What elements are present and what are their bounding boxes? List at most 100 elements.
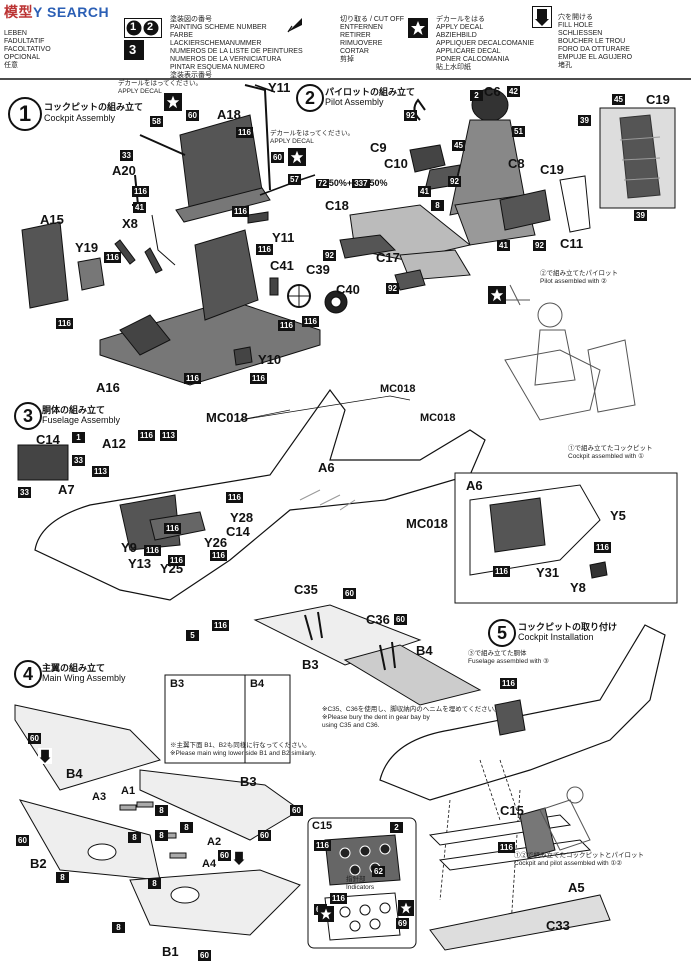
part-label: Y19 <box>75 240 99 255</box>
color-number: 42 <box>507 86 520 97</box>
fill-hole-icon <box>532 6 552 28</box>
part-label: C36 <box>366 612 390 627</box>
part-label: A1 <box>121 785 136 797</box>
color-number: 5 <box>186 630 199 641</box>
color-number: 116 <box>278 320 295 331</box>
color-number: 8 <box>180 822 193 833</box>
step-badge-icon: 1 2 <box>124 18 162 38</box>
part-label: C11 <box>560 236 584 251</box>
color-number: 60 <box>28 733 41 744</box>
color-number: 60 <box>186 110 199 121</box>
color-number: 60 <box>290 805 303 816</box>
gear-bay-note: ※C35、C36を使用し、脚収納内のヘニムを埋めてください。 ※Please b… <box>322 706 501 729</box>
part-label: A6 <box>466 478 483 493</box>
part-label: Y31 <box>536 565 560 580</box>
part-label: Y8 <box>570 580 586 595</box>
color-number: 116 <box>226 492 243 503</box>
color-number: 58 <box>150 116 163 127</box>
color-number: 33 <box>120 150 133 161</box>
color-number: 45 <box>612 94 625 105</box>
color-number: 41 <box>497 240 510 251</box>
part-label: A16 <box>96 380 120 395</box>
part-label: B3 <box>170 678 185 690</box>
step-4-title-ja: 主翼の組み立て <box>42 663 106 673</box>
color-number: 116 <box>210 550 227 561</box>
step-4-number: 4 <box>14 660 42 688</box>
step-badge-3-icon: 3 <box>124 40 144 60</box>
part-label: A20 <box>112 163 136 178</box>
step-3-number: 3 <box>14 402 42 430</box>
color-number: 41 <box>418 186 431 197</box>
color-number: 113 <box>92 466 109 477</box>
part-label: Y11 <box>268 80 291 95</box>
part-label: Y11 <box>272 230 295 245</box>
color-number: 8 <box>155 830 168 841</box>
part-label: MC018 <box>420 412 456 424</box>
apply-decal-icon <box>488 286 506 304</box>
color-number: 60 <box>218 850 231 861</box>
part-label: Y26 <box>204 535 228 550</box>
color-number: 39 <box>578 115 591 126</box>
part-label: C40 <box>336 282 360 297</box>
part-label: A2 <box>207 836 222 848</box>
step-5-title-en: Cockpit Installation <box>518 632 594 642</box>
color-number: 116 <box>498 842 515 853</box>
color-number: 8 <box>431 200 444 211</box>
color-number: 62 <box>372 866 385 877</box>
part-label: Y5 <box>610 508 626 523</box>
part-label: C8 <box>508 156 525 171</box>
apply-decal-icon <box>164 93 182 111</box>
step-4-title-en: Main Wing Assembly <box>42 673 126 683</box>
color-number: 116 <box>314 840 331 851</box>
part-label: C19 <box>646 92 670 107</box>
color-number: 116 <box>168 555 185 566</box>
step-5-title-ja: コックピットの取り付け <box>518 622 618 632</box>
color-number: 2 <box>470 90 483 101</box>
part-label: A4 <box>202 858 217 870</box>
color-number: 33 <box>72 455 85 466</box>
color-number: 8 <box>112 922 125 933</box>
color-number: 60 <box>16 835 29 846</box>
part-label: A5 <box>568 880 585 895</box>
color-number: 8 <box>56 872 69 883</box>
part-label: Y28 <box>230 510 254 525</box>
part-label: C35 <box>294 582 318 597</box>
part-label: C19 <box>540 162 564 177</box>
color-number: 92 <box>323 250 336 261</box>
part-label: A12 <box>102 436 126 451</box>
color-number: 60 <box>198 950 211 961</box>
color-number: 92 <box>448 176 461 187</box>
color-number: 116 <box>232 206 249 217</box>
color-number: 2 <box>390 822 403 833</box>
part-label: A3 <box>92 791 107 803</box>
color-number: 116 <box>500 678 517 689</box>
part-label: C17 <box>376 250 400 265</box>
part-label: B1 <box>162 944 179 959</box>
color-number: 92 <box>386 283 399 294</box>
part-label: B4 <box>416 643 433 658</box>
part-label: A18 <box>217 107 241 122</box>
part-label: C18 <box>325 198 349 213</box>
color-number: 60 <box>394 614 407 625</box>
part-label: B3 <box>302 657 319 672</box>
header-divider <box>0 78 691 80</box>
step-2-number: 2 <box>296 84 324 112</box>
color-number: 116 <box>56 318 73 329</box>
color-number: 116 <box>104 252 121 263</box>
color-number: 1 <box>72 432 85 443</box>
color-number: 116 <box>164 523 181 534</box>
fill-hole-icon <box>38 748 52 764</box>
color-number: 33 <box>18 487 31 498</box>
color-number: 60 <box>271 152 284 163</box>
step-3-title-en: Fuselage Assembly <box>42 415 121 425</box>
decal-note-top: デカールをはってください。 APPLY DECAL <box>118 80 202 95</box>
part-label: MC018 <box>380 383 416 395</box>
